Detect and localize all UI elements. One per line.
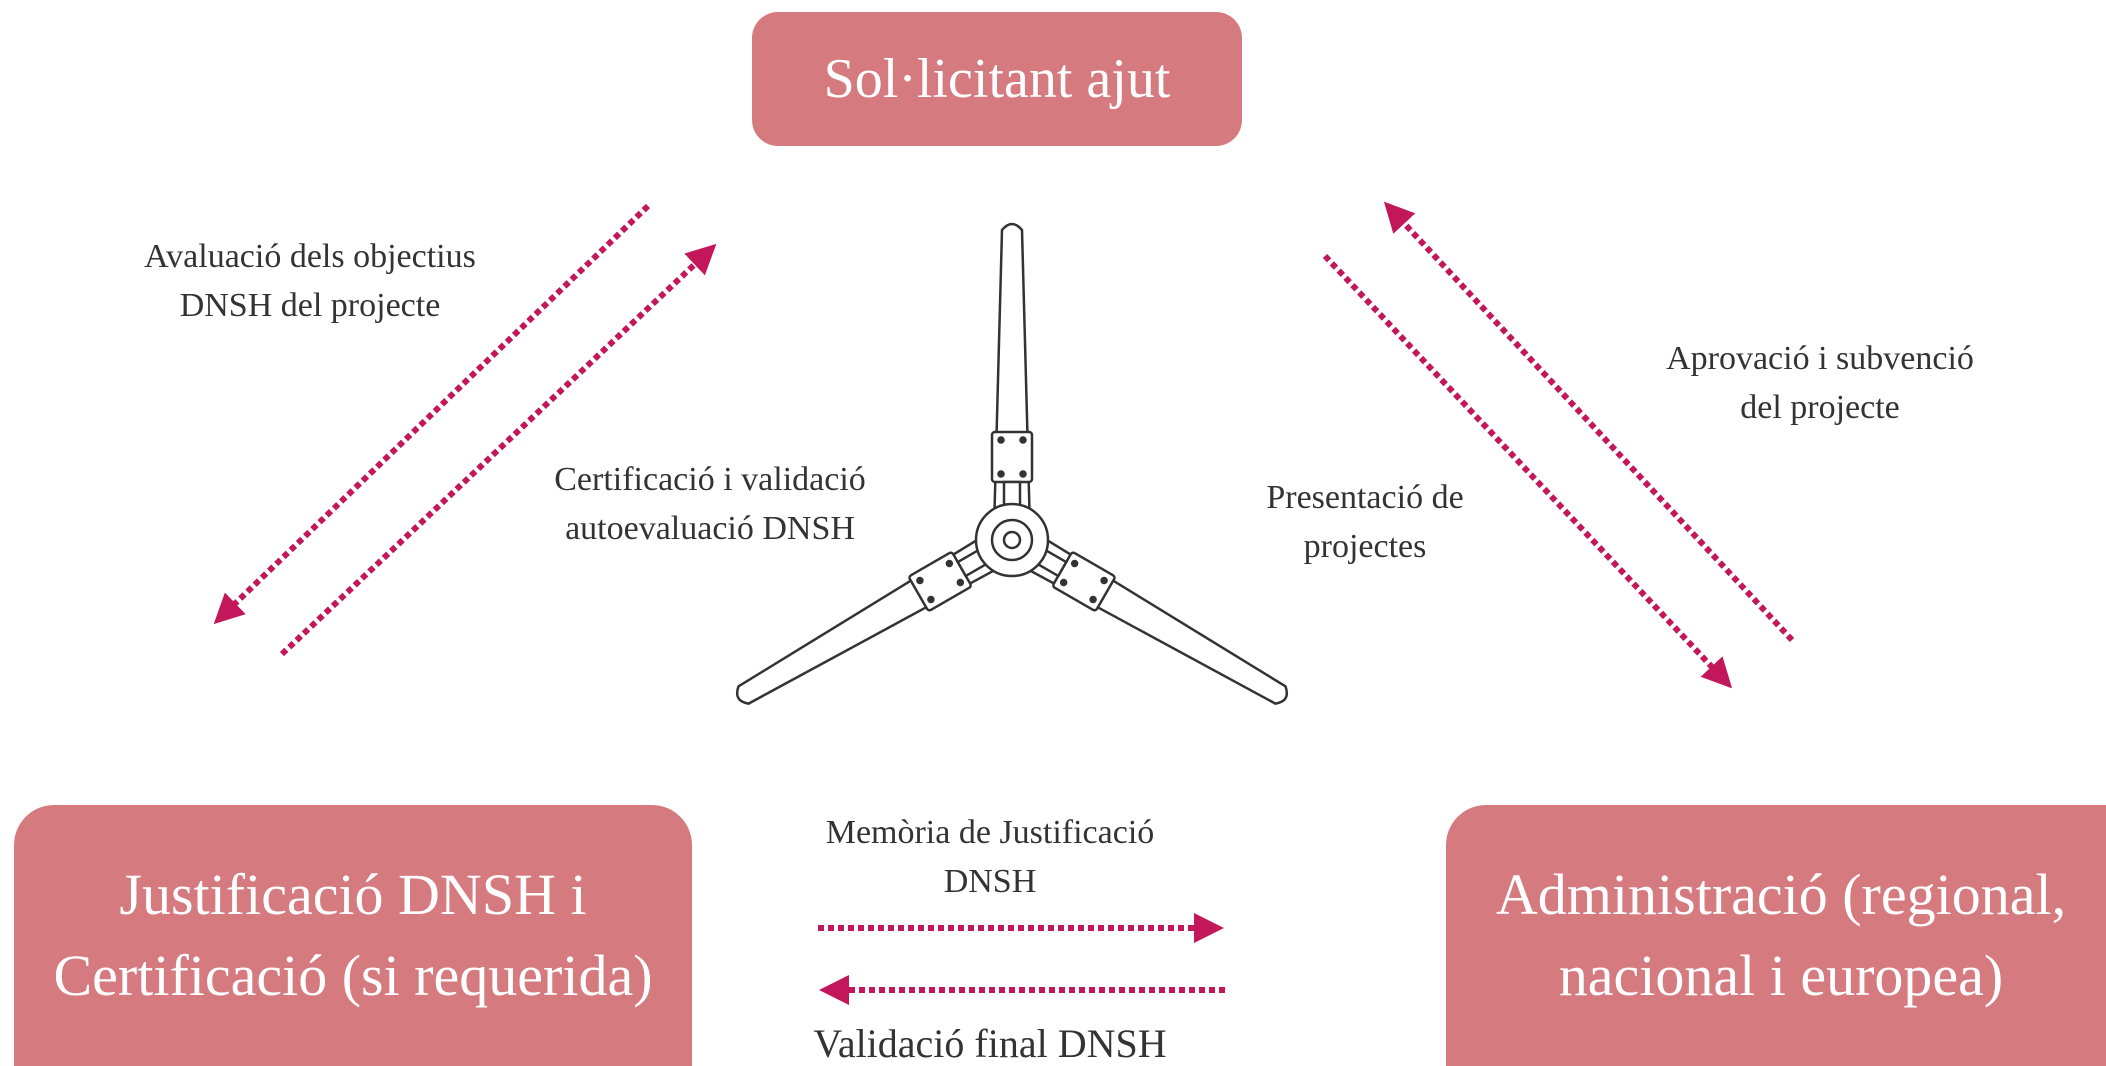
node-administracio-line1: Administració (regional, [1495, 862, 2067, 928]
node-justificacio-line1: Justificació DNSH i [119, 862, 587, 928]
arrow-aprov [1383, 201, 1795, 643]
node-justificacio-line2: Certificació (si requerida) [53, 942, 653, 1008]
label-avaluacio: Avaluació dels objectius DNSH del projec… [144, 238, 476, 325]
arrow-pres [1322, 253, 1733, 689]
label-certificacio: Certificació i validació autoevaluació D… [554, 461, 866, 548]
node-justificacio: Justificació DNSH i Certificació (si req… [14, 805, 692, 1066]
wind-turbine-icon [727, 222, 1297, 717]
node-sollicitant: Sol·licitant ajut [752, 12, 1242, 146]
node-administracio: Administració (regional, nacional i euro… [1446, 805, 2106, 1066]
node-administracio-line2: nacional i europea) [1558, 942, 2004, 1008]
label-aprovacio: Aprovació i subvenció del projecte [1666, 340, 1974, 427]
label-memoria: Memòria de Justificació DNSH [825, 814, 1155, 901]
label-validacio-final: Validació final DNSH [813, 1021, 1167, 1066]
arrow-cert [279, 243, 717, 657]
label-presentacio: Presentació de projectes [1266, 479, 1464, 566]
node-sollicitant-label: Sol·licitant ajut [823, 48, 1171, 110]
